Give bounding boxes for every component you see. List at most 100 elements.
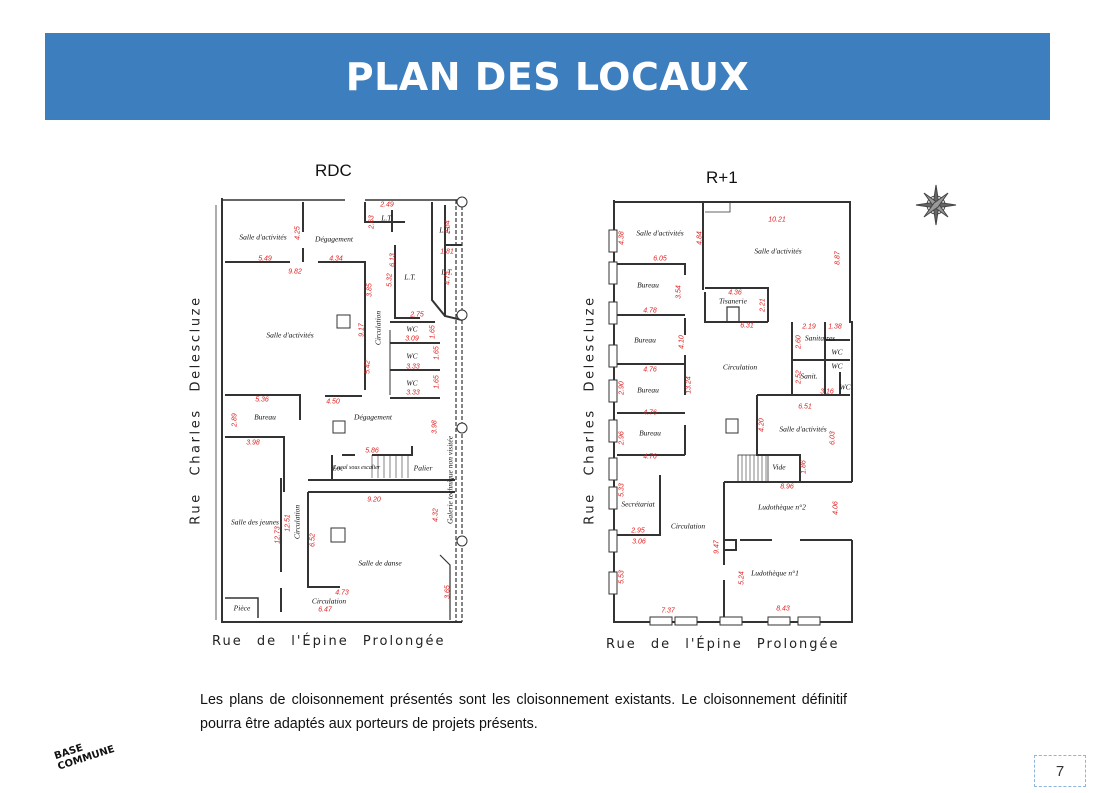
- r1-room-label: Ludothèque n°2: [758, 502, 806, 512]
- rdc-dimension-label: 9.20: [367, 496, 381, 504]
- r1-dimension-label: 1.86: [800, 460, 808, 474]
- r1-dimension-label: 8.87: [834, 251, 842, 265]
- r1-dimension-label: 6.05: [653, 255, 667, 263]
- r1-dimension-label: 2.90: [618, 381, 626, 395]
- rdc-room-label: L.T.: [381, 213, 393, 223]
- r1-dimension-label: 13.24: [685, 376, 693, 394]
- rdc-dimension-label: 9.82: [288, 268, 302, 276]
- rdc-room-label: Local sous escalier: [333, 465, 381, 471]
- rdc-street-bottom: Rue de l'Épine Prolongée: [212, 634, 446, 649]
- rdc-dimension-label: 4.73: [335, 589, 349, 597]
- r1-street-side: Rue Charles Delescluze: [582, 295, 598, 525]
- rdc-dimension-label: 2.75: [410, 311, 424, 319]
- rdc-dimension-label: 1.65: [429, 325, 437, 339]
- r1-dimension-label: 4.76: [643, 453, 657, 461]
- rdc-dimension-label: 3.33: [406, 389, 420, 397]
- rdc-dimension-label: 2.63: [368, 215, 376, 229]
- rdc-room-label: Dégagement: [315, 234, 353, 244]
- r1-dimension-label: 6.03: [829, 431, 837, 445]
- r1-room-label: Sanit.: [800, 371, 818, 381]
- rdc-dimension-label: 3.85: [366, 283, 374, 297]
- compass-rose-icon: [915, 184, 957, 226]
- r1-dimension-label: 8.96: [780, 483, 794, 491]
- r1-room-label: Salle d'activités: [779, 424, 827, 434]
- rdc-dimension-label: 6.52: [309, 533, 317, 547]
- rdc-dimension-label: 1.65: [433, 346, 441, 360]
- r1-dimension-label: 4.78: [643, 307, 657, 315]
- r1-street-bottom: Rue de l'Épine Prolongée: [606, 637, 840, 652]
- rdc-dimension-label: 12.51: [284, 514, 292, 532]
- r1-dimension-label: 3.16: [820, 388, 834, 396]
- r1-dimension-label: 8.43: [776, 605, 790, 613]
- page-number: 7: [1034, 755, 1086, 787]
- rdc-dimension-label: 4.32: [432, 508, 440, 522]
- rdc-title: RDC: [315, 161, 352, 180]
- rdc-street-side: Rue Charles Delescluze: [188, 295, 204, 525]
- r1-dimension-label: 1.38: [828, 323, 842, 331]
- rdc-dimension-label: 3.65: [444, 585, 452, 599]
- r1-room-label: Circulation: [722, 362, 758, 372]
- rdc-dimension-label: 2.34: [444, 220, 452, 234]
- r1-dimension-label: 4.76: [643, 409, 657, 417]
- rdc-room-label: Salle d'activités: [266, 330, 314, 340]
- r1-dimension-label: 4.84: [696, 231, 704, 245]
- rdc-room-label: Circulation: [311, 596, 347, 606]
- rdc-room-label: Salle d'activités: [239, 232, 287, 242]
- r1-room-label: Vide: [772, 462, 786, 472]
- rdc-dimension-label: 5.36: [255, 396, 269, 404]
- caption-text: Les plans de cloisonnement présentés son…: [200, 692, 847, 732]
- rdc-dimension-label: 4.34: [329, 255, 343, 263]
- rdc-dimension-label: 4.73: [444, 271, 452, 285]
- r1-dimension-label: 4.38: [618, 231, 626, 245]
- rdc-room-label: WC: [406, 378, 418, 388]
- r1-plan-walls: [608, 200, 853, 626]
- r1-dimension-label: 9.47: [713, 540, 721, 554]
- rdc-room-label: Circulation: [373, 310, 383, 346]
- r1-room-label: Circulation: [670, 521, 706, 531]
- rdc-dimension-label: 1.65: [433, 375, 441, 389]
- r1-dimension-label: 2.95: [631, 527, 645, 535]
- rdc-room-label: Galerie technique non visitée: [445, 435, 455, 525]
- rdc-room-label: Bureau: [254, 412, 276, 422]
- r1-room-label: WC: [831, 361, 843, 371]
- r1-room-label: Tisanerie: [719, 296, 747, 306]
- r1-dimension-label: 4.06: [832, 501, 840, 515]
- rdc-room-label: Pièce: [233, 603, 251, 613]
- r1-dimension-label: 6.51: [798, 403, 812, 411]
- rdc-dimension-label: 4.25: [294, 226, 302, 240]
- rdc-dimension-label: 3.33: [406, 363, 420, 371]
- r1-dimension-label: 10.21: [768, 216, 786, 224]
- r1-dimension-label: 2.21: [759, 298, 767, 312]
- rdc-room-label: Salle des jeunes: [231, 517, 279, 527]
- rdc-room-label: Salle de danse: [358, 558, 402, 568]
- r1-dimension-label: 4.76: [643, 366, 657, 374]
- r1-dimension-label: 7.37: [661, 607, 675, 615]
- rdc-dimension-label: 5.86: [365, 447, 379, 455]
- rdc-room-label: L.T.: [439, 225, 451, 235]
- rdc-dimension-label: 3.98: [431, 420, 439, 434]
- rdc-dimension-label: 3.98: [246, 439, 260, 447]
- header-banner: PLAN DES LOCAUX: [45, 33, 1050, 120]
- r1-dimension-label: 2.60: [795, 335, 803, 349]
- r1-room-label: Bureau: [637, 280, 659, 290]
- rdc-room-label: Circulation: [292, 504, 302, 540]
- r1-title: R+1: [706, 168, 738, 187]
- r1-dimension-label: 5.33: [618, 483, 626, 497]
- rdc-dimension-label: 5.32: [386, 273, 394, 287]
- r1-dimension-label: 4.36: [728, 289, 742, 297]
- rdc-room-label: WC: [406, 324, 418, 334]
- r1-room-label: Bureau: [634, 335, 656, 345]
- rdc-room-label: L.T.: [404, 272, 416, 282]
- r1-dimension-label: 3.54: [675, 285, 683, 299]
- r1-dimension-label: 5.24: [738, 571, 746, 585]
- rdc-dimension-label: 5.42: [364, 360, 372, 374]
- r1-dimension-label: 4.20: [758, 418, 766, 432]
- rdc-dimension-label: 12.73: [274, 526, 282, 544]
- r1-room-label: WC: [839, 382, 851, 392]
- rdc-dimension-label: 2.89: [231, 413, 239, 427]
- page-title: PLAN DES LOCAUX: [345, 54, 750, 99]
- rdc-room-label: Palier: [413, 463, 433, 473]
- rdc-dimension-label: 6.47: [318, 606, 332, 614]
